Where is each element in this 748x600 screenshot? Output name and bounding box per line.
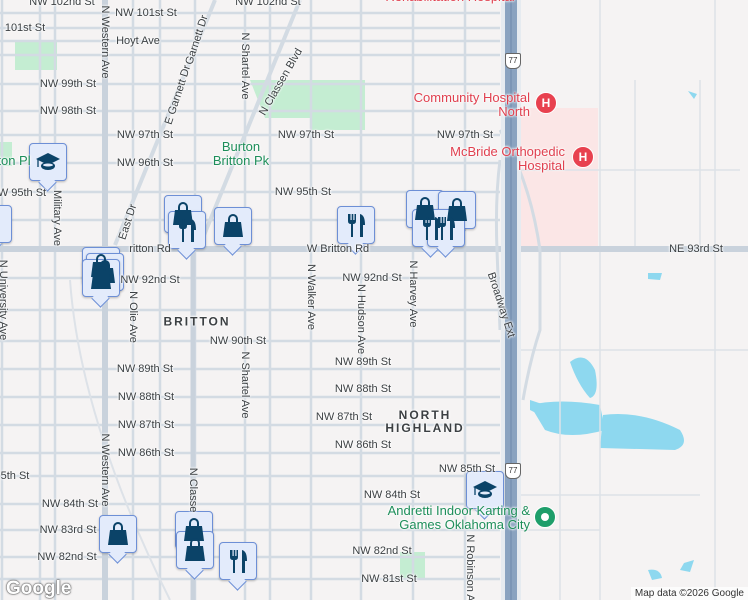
restaurant-marker[interactable] <box>427 209 465 247</box>
hospital-pin[interactable]: H <box>572 146 594 168</box>
shopping-marker[interactable] <box>176 531 214 569</box>
google-logo: Google <box>6 578 72 599</box>
railway <box>69 279 171 600</box>
school-marker[interactable] <box>29 143 67 181</box>
water-body <box>600 414 684 450</box>
water-body <box>530 400 545 415</box>
us-77-shield[interactable]: 77 <box>505 463 521 479</box>
water-body <box>680 560 694 572</box>
water-body <box>648 569 662 580</box>
school-marker[interactable] <box>466 471 504 509</box>
restaurant-marker[interactable] <box>219 542 257 580</box>
shopping-marker[interactable] <box>214 207 252 245</box>
garnett-dr <box>113 0 217 246</box>
shopping-marker[interactable] <box>0 205 12 243</box>
water-body <box>688 91 697 99</box>
restaurant-marker[interactable] <box>168 211 206 249</box>
map-attribution[interactable]: Map data ©2026 Google <box>630 587 748 600</box>
water-body <box>648 273 662 280</box>
restaurant-marker[interactable] <box>337 206 375 244</box>
water-body <box>570 357 597 398</box>
shopping-marker[interactable] <box>82 259 120 297</box>
poi-pin[interactable] <box>534 506 556 528</box>
park-area <box>298 80 365 130</box>
shopping-marker[interactable] <box>175 511 213 549</box>
us-77-shield[interactable]: 77 <box>505 53 521 69</box>
highway-ramp <box>494 159 502 331</box>
classen-blvd <box>198 0 302 246</box>
shopping-marker[interactable] <box>99 515 137 553</box>
water-body <box>530 401 605 435</box>
hospital-area <box>520 108 598 246</box>
hospital-pin[interactable]: H <box>535 92 557 114</box>
